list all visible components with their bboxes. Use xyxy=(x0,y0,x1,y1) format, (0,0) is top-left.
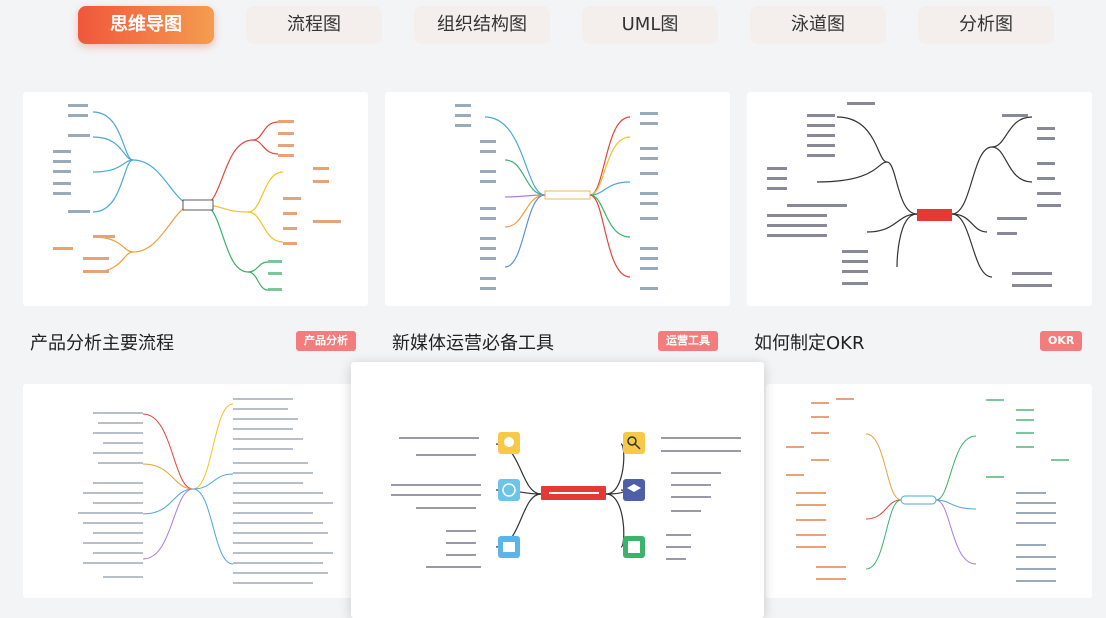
template-card-new-media-tools[interactable] xyxy=(385,92,730,306)
template-title: 新媒体运营必备工具 xyxy=(392,333,554,354)
tab-flowchart[interactable]: 流程图 xyxy=(246,6,382,44)
mind-map-thumbnail xyxy=(78,398,333,584)
tab-mind-map[interactable]: 思维导图 xyxy=(78,6,214,44)
mind-map-thumbnail xyxy=(455,104,658,290)
template-title: 产品分析主要流程 xyxy=(30,333,174,354)
document-icon xyxy=(623,536,645,558)
mind-map-thumbnail xyxy=(767,102,1061,287)
tab-uml[interactable]: UML图 xyxy=(582,6,718,44)
tab-swimlane[interactable]: 泳道图 xyxy=(750,6,886,44)
template-title: 如何制定OKR xyxy=(754,333,865,354)
template-card-preview[interactable] xyxy=(23,384,353,598)
template-card-featured-preview[interactable] xyxy=(351,362,764,618)
mind-map-thumbnail xyxy=(786,398,1069,582)
book-icon xyxy=(498,536,520,558)
category-tabs: 思维导图 流程图 组织结构图 UML图 泳道图 分析图 xyxy=(0,6,1106,46)
template-card-product-analysis[interactable] xyxy=(23,92,368,306)
mind-map-thumbnail xyxy=(53,104,341,291)
tab-org-chart[interactable]: 组织结构图 xyxy=(414,6,550,44)
search-icon xyxy=(623,432,645,454)
globe-icon xyxy=(498,479,520,501)
template-tag: 产品分析 xyxy=(296,331,356,351)
mind-map-thumbnail xyxy=(391,432,741,568)
tab-analysis[interactable]: 分析图 xyxy=(918,6,1054,44)
template-tag: OKR xyxy=(1040,331,1083,351)
template-tag: 运营工具 xyxy=(658,331,718,351)
template-card-okr[interactable] xyxy=(747,92,1092,306)
template-card-preview[interactable] xyxy=(766,384,1092,598)
bulb-icon xyxy=(498,432,520,454)
graduation-cap-icon xyxy=(623,479,645,501)
